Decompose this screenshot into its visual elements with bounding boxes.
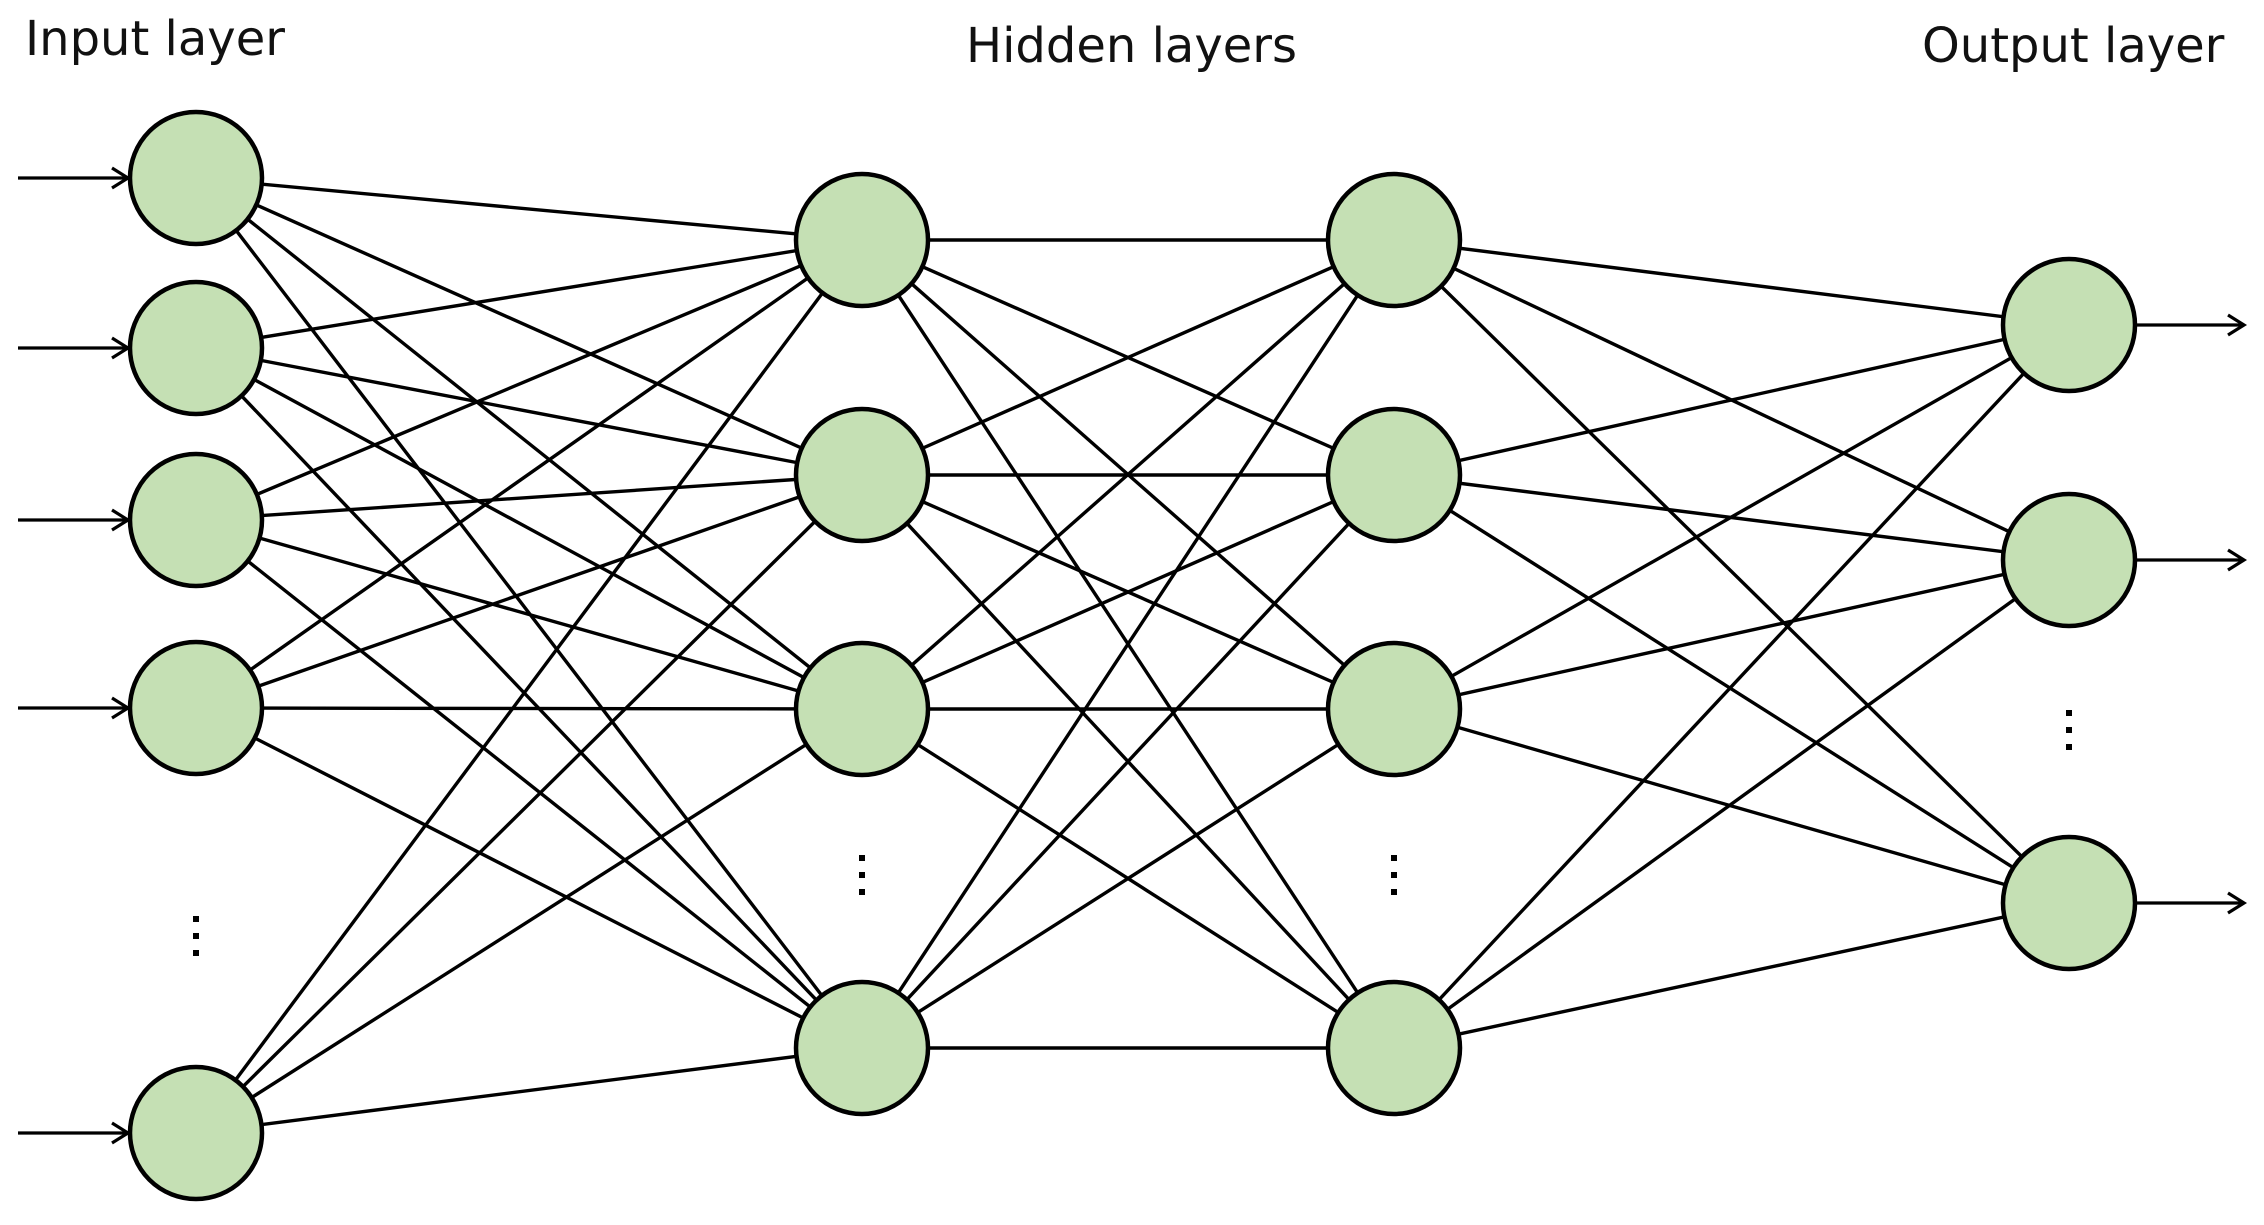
input-layer-title: Input layer <box>25 11 285 67</box>
neuron-hidden-1-2 <box>793 406 931 544</box>
edge-hidden-2-4-to-output-2 <box>1393 558 2070 1050</box>
neuron-output-2 <box>2000 491 2138 629</box>
neuron-hidden-2-1 <box>1325 171 1463 309</box>
edge-input-2-to-hidden-1-4 <box>194 346 864 1050</box>
edge-hidden-2-4-to-output-3 <box>1393 901 2070 1050</box>
ellipsis-dot-hidden-2-1 <box>1391 855 1397 861</box>
edge-input-5-to-hidden-1-4 <box>195 1046 863 1135</box>
output-arrowhead-2 <box>2227 548 2248 572</box>
ellipsis-dot-hidden-1-1 <box>859 855 865 861</box>
edge-input-2-to-hidden-1-1 <box>195 238 863 350</box>
edge-hidden-2-4-to-output-1 <box>1392 323 2071 1050</box>
edge-input-4-to-hidden-1-4 <box>195 706 863 1050</box>
ellipsis-dot-input-3 <box>193 950 199 956</box>
output-arrowhead-1 <box>2227 313 2248 337</box>
neuron-input-3 <box>127 451 265 589</box>
neuron-output-1 <box>2000 256 2138 394</box>
edge-hidden-1-4-to-hidden-2-1 <box>860 239 1396 1049</box>
ellipsis-dot-hidden-2-2 <box>1391 872 1397 878</box>
edge-hidden-2-1-to-output-1 <box>1393 238 2070 327</box>
edge-hidden-2-2-to-output-3 <box>1393 473 2070 905</box>
neuron-input-2 <box>127 279 265 417</box>
ellipsis-hidden-1 <box>859 855 865 895</box>
output-arrowhead-3 <box>2227 891 2248 915</box>
edge-hidden-1-3-to-hidden-2-1 <box>860 238 1396 711</box>
edge-input-1-to-hidden-1-1 <box>195 176 863 242</box>
edge-input-3-to-hidden-1-1 <box>195 238 863 522</box>
ellipsis-hidden-2 <box>1391 855 1397 895</box>
neuron-hidden-2-2 <box>1325 406 1463 544</box>
hidden-layers-title: Hidden layers <box>966 18 1297 74</box>
layer-ellipses <box>193 710 2072 956</box>
edge-hidden-2-1-to-output-3 <box>1392 238 2071 905</box>
edge-input-5-to-hidden-1-3 <box>195 707 863 1135</box>
edge-input-2-to-hidden-1-3 <box>195 346 863 711</box>
connection-lines <box>194 176 2071 1135</box>
neuron-input-5 <box>127 1064 265 1202</box>
ellipsis-dot-input-2 <box>193 933 199 939</box>
neuron-input-1 <box>127 109 265 247</box>
edge-hidden-1-4-to-hidden-2-3 <box>861 707 1395 1050</box>
neuron-hidden-2-4 <box>1325 979 1463 1117</box>
ellipsis-dot-output-2 <box>2066 727 2072 733</box>
edge-hidden-2-3-to-output-2 <box>1393 558 2070 711</box>
ellipsis-dot-hidden-2-3 <box>1391 889 1397 895</box>
edge-hidden-2-3-to-output-1 <box>1393 323 2070 711</box>
ellipsis-output <box>2066 710 2072 750</box>
neurons <box>127 109 2138 1202</box>
output-layer-title: Output layer <box>1922 18 2225 74</box>
io-arrows <box>18 166 2248 1145</box>
edge-input-4-to-hidden-1-2 <box>195 473 863 710</box>
ellipsis-dot-output-3 <box>2066 744 2072 750</box>
ellipsis-dot-input-1 <box>193 916 199 922</box>
edge-hidden-1-3-to-hidden-2-2 <box>861 473 1395 711</box>
ellipsis-dot-hidden-1-2 <box>859 872 865 878</box>
edge-input-4-to-hidden-1-3 <box>195 706 863 711</box>
neuron-input-4 <box>127 639 265 777</box>
neuron-hidden-2-3 <box>1325 640 1463 778</box>
edge-input-4-to-hidden-1-1 <box>195 238 863 710</box>
neuron-hidden-1-1 <box>793 171 931 309</box>
edge-input-1-to-hidden-1-3 <box>194 176 864 711</box>
neuron-hidden-1-3 <box>793 640 931 778</box>
edge-input-5-to-hidden-1-2 <box>194 473 864 1135</box>
edge-hidden-2-2-to-output-1 <box>1393 323 2070 477</box>
ellipsis-input <box>193 916 199 956</box>
ellipsis-dot-output-1 <box>2066 710 2072 716</box>
ellipsis-dot-hidden-1-3 <box>859 889 865 895</box>
edge-input-3-to-hidden-1-3 <box>195 518 863 711</box>
edge-hidden-1-4-to-hidden-2-2 <box>860 473 1396 1050</box>
edge-input-1-to-hidden-1-2 <box>195 176 863 477</box>
edge-input-3-to-hidden-1-2 <box>195 473 863 522</box>
edge-input-3-to-hidden-1-4 <box>194 518 864 1050</box>
edge-input-5-to-hidden-1-1 <box>194 238 864 1135</box>
edge-input-2-to-hidden-1-2 <box>195 346 863 477</box>
edge-hidden-1-2-to-hidden-2-1 <box>861 238 1395 477</box>
neuron-hidden-1-4 <box>793 979 931 1117</box>
neuron-output-3 <box>2000 834 2138 972</box>
